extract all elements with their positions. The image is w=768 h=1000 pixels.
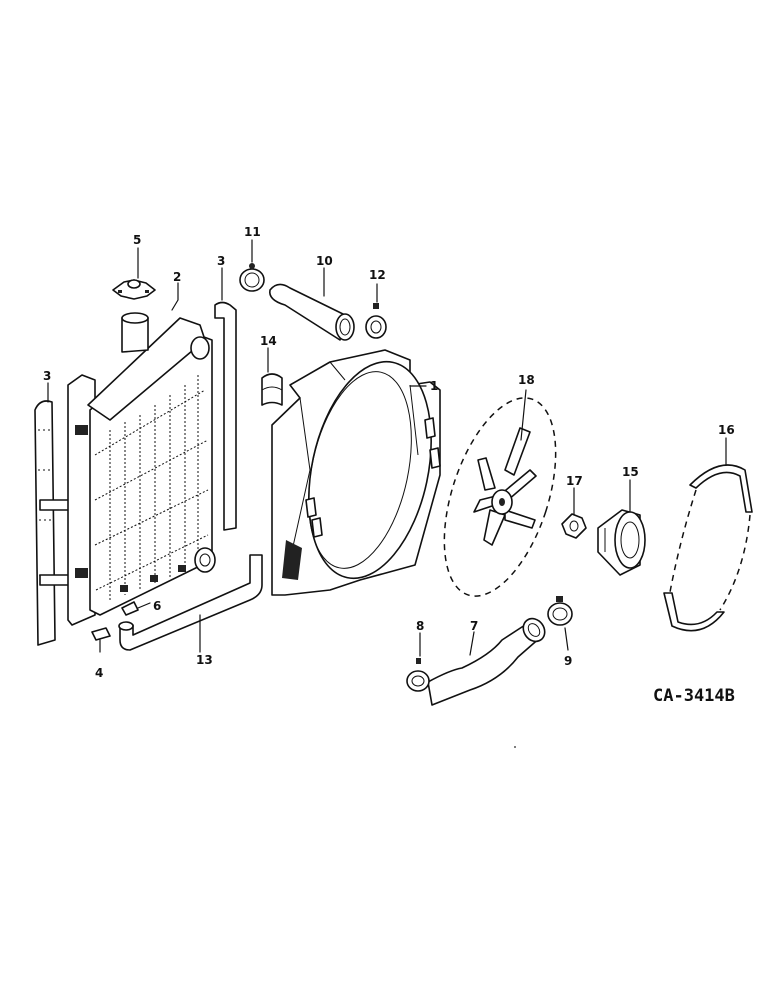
callout-9: 9 xyxy=(564,654,572,668)
callout-18: 18 xyxy=(518,373,535,387)
part-12-clamp xyxy=(365,303,387,339)
part-15-pulley xyxy=(597,509,646,576)
callout-6: 6 xyxy=(153,599,161,613)
callout-17: 17 xyxy=(566,474,583,488)
part-18-fan xyxy=(443,397,557,597)
callout-4: 4 xyxy=(95,666,103,680)
callout-11: 11 xyxy=(244,225,261,239)
part-10-upper-hose xyxy=(268,283,355,341)
leader-lines xyxy=(47,239,727,657)
callout-13: 13 xyxy=(196,653,213,667)
part-13-lower-hose xyxy=(118,554,263,651)
callout-1: 1 xyxy=(430,379,438,393)
part-1-fan-shroud xyxy=(271,349,441,596)
part-8-clamp xyxy=(406,658,430,692)
callout-16: 16 xyxy=(718,423,735,437)
callout-3-left: 3 xyxy=(43,369,51,383)
part-17-spacer xyxy=(561,513,587,539)
part-4-gasket xyxy=(91,627,111,641)
part-14-seal xyxy=(261,373,283,406)
part-5-radiator-cap xyxy=(112,279,156,300)
part-11-clamp xyxy=(239,263,265,292)
callout-2: 2 xyxy=(173,270,181,284)
callout-7: 7 xyxy=(470,619,478,633)
part-3-right-hose xyxy=(214,301,237,531)
callout-12: 12 xyxy=(369,268,386,282)
callout-14: 14 xyxy=(260,334,277,348)
part-16-belt xyxy=(663,464,753,632)
stray-mark xyxy=(514,746,516,748)
callout-5: 5 xyxy=(133,233,141,247)
part-6-drain-cock xyxy=(121,601,139,616)
callout-15: 15 xyxy=(622,465,639,479)
part-7-lower-hose xyxy=(427,617,546,706)
callout-3-right: 3 xyxy=(217,254,225,268)
callout-10: 10 xyxy=(316,254,333,268)
callout-8: 8 xyxy=(416,619,424,633)
callout-labels: 5 2 3 3 11 10 12 14 1 18 16 17 15 6 4 13… xyxy=(43,225,735,680)
part-2-radiator xyxy=(67,312,216,626)
part-9-clamp xyxy=(547,596,573,626)
drawing-code: CA-3414B xyxy=(653,686,735,706)
